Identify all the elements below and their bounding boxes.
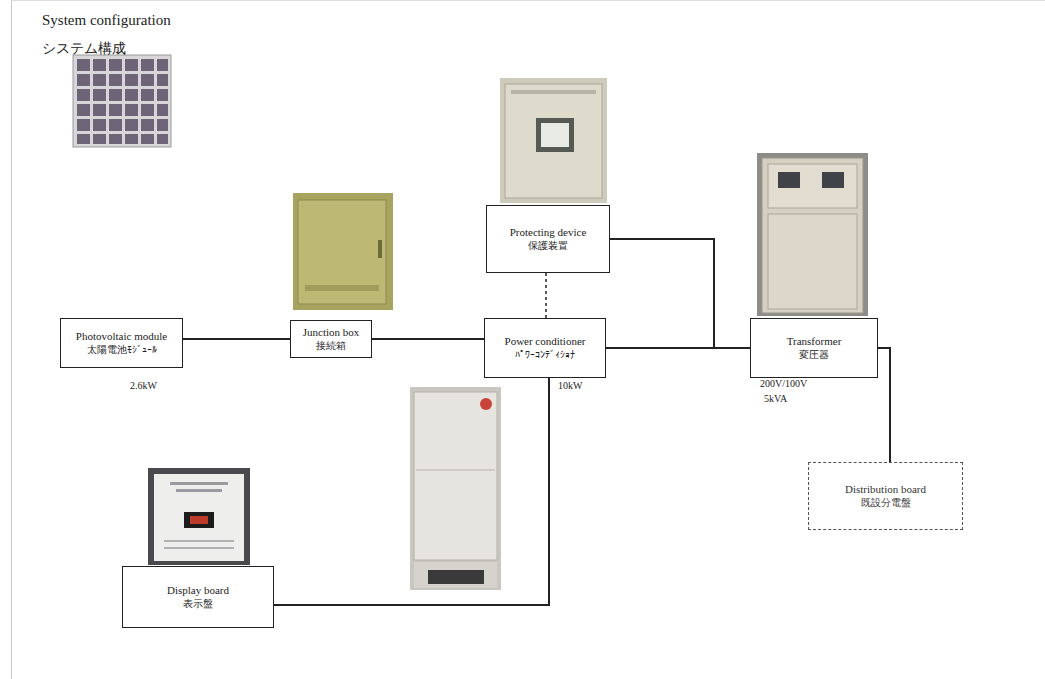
protecting-device-photo (500, 78, 607, 203)
wire-connector (610, 239, 750, 348)
english-name: Display board (167, 583, 229, 597)
component-box: Protecting device保護装置 (486, 205, 610, 273)
component-box: Power conditionerﾊﾟﾜｰｺﾝﾃﾞｨｼｮﾅ (484, 318, 606, 378)
english-name: Protecting device (510, 225, 587, 239)
diagram-title: System configuration (42, 12, 171, 29)
wire-connector (878, 348, 890, 462)
display-board-photo (148, 468, 250, 565)
junction-box-photo (293, 193, 393, 310)
wire-connector (274, 378, 549, 605)
wire-connector (372, 338, 484, 340)
component-box: Transformer変圧器 (750, 318, 878, 378)
japanese-name: ﾊﾟﾜｰｺﾝﾃﾞｨｼｮﾅ (515, 348, 575, 362)
component-box: Photovoltaic module太陽電池ﾓｼﾞｭｰﾙ (60, 318, 183, 368)
component-box: Display board表示盤 (122, 566, 274, 628)
spec-label: 10kW (558, 380, 582, 391)
wire-connector (183, 338, 290, 340)
subtitle-label: システム構成 (42, 40, 126, 58)
wire-connector (545, 273, 547, 318)
english-name: Photovoltaic module (76, 329, 167, 343)
japanese-name: 太陽電池ﾓｼﾞｭｰﾙ (87, 343, 157, 357)
japanese-name: 既設分電盤 (861, 496, 911, 510)
english-name: Distribution board (845, 482, 926, 496)
japanese-name: 表示盤 (183, 597, 213, 611)
japanese-name: 接続箱 (316, 339, 346, 353)
component-box: Junction box接続箱 (290, 320, 372, 358)
english-name: Power conditioner (505, 334, 586, 348)
pv-module-photo (73, 55, 171, 147)
transformer-photo (757, 153, 868, 316)
power-conditioner-photo (410, 387, 501, 590)
japanese-name: 保護装置 (528, 239, 568, 253)
japanese-name: 変圧器 (799, 348, 829, 362)
english-name: Junction box (303, 325, 360, 339)
spec-label: 2.6kW (130, 380, 157, 391)
component-box: Distribution board既設分電盤 (808, 462, 963, 530)
spec-label: 5kVA (764, 393, 787, 404)
spec-label: 200V/100V (760, 378, 807, 389)
english-name: Transformer (787, 334, 842, 348)
